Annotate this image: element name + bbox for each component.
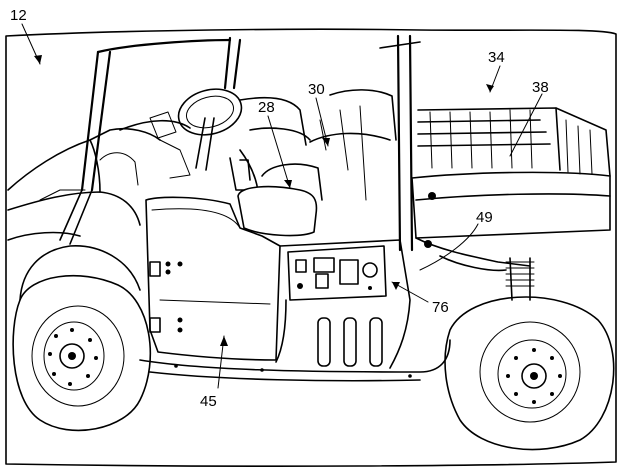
- lower-body: [139, 239, 451, 382]
- leader-38: [509, 93, 543, 157]
- front-body: [7, 127, 161, 301]
- label-seat-bottom: 28: [258, 99, 275, 116]
- front-wheel: [12, 274, 152, 432]
- label-cargo-bed: 38: [532, 79, 549, 96]
- label-seat-back: 30: [308, 81, 325, 98]
- leader-lines: [21, 23, 543, 389]
- roll-cage: [59, 34, 421, 252]
- seat-assembly: [229, 89, 397, 206]
- leader-28: [267, 115, 291, 189]
- front-wheel-lug-dots: [48, 328, 98, 386]
- label-control-panel: 76: [432, 299, 449, 316]
- label-cargo-box: 34: [488, 49, 505, 66]
- rear-wheel: [444, 296, 615, 451]
- label-frame-member: 49: [476, 209, 493, 226]
- steering-assembly: [119, 88, 243, 179]
- label-side-panel: 45: [200, 393, 217, 410]
- figure-border: [5, 28, 617, 467]
- rear-suspension: [439, 255, 535, 301]
- side-panel-inner: [151, 208, 271, 305]
- seat-bottom-cushion: [237, 185, 318, 237]
- leader-49: [419, 223, 479, 271]
- cargo-box: [411, 107, 611, 267]
- rear-wheel-lug-dots: [506, 348, 562, 404]
- label-vehicle: 12: [10, 7, 27, 24]
- control-panel: [287, 245, 387, 301]
